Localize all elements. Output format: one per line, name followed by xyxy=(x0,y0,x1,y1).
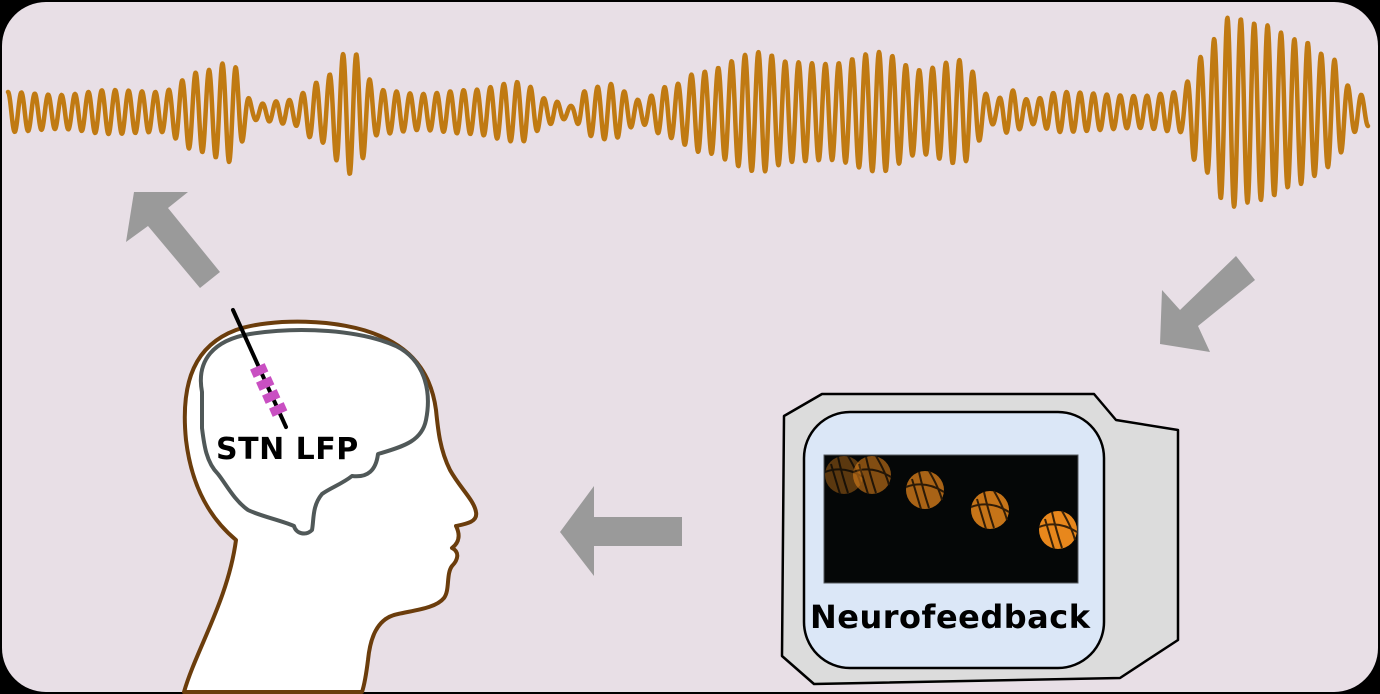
dbs-electrode xyxy=(231,308,288,429)
arrow-left-icon xyxy=(560,486,682,576)
lfp-signal-trace xyxy=(5,15,1371,209)
basketball-icon xyxy=(970,490,1010,530)
arrow-up-left-icon xyxy=(126,192,220,288)
basketball-icon xyxy=(905,470,945,510)
brain-outline xyxy=(198,328,430,536)
neurofeedback-label: Neurofeedback xyxy=(810,598,1091,636)
arrow-down-left-icon xyxy=(1160,256,1255,352)
stn-lfp-label: STN LFP xyxy=(216,432,359,467)
basketball-animation xyxy=(824,455,1078,550)
basketball-icon xyxy=(824,455,864,495)
basketball-icon xyxy=(852,455,892,495)
basketball-icon xyxy=(1038,510,1078,550)
